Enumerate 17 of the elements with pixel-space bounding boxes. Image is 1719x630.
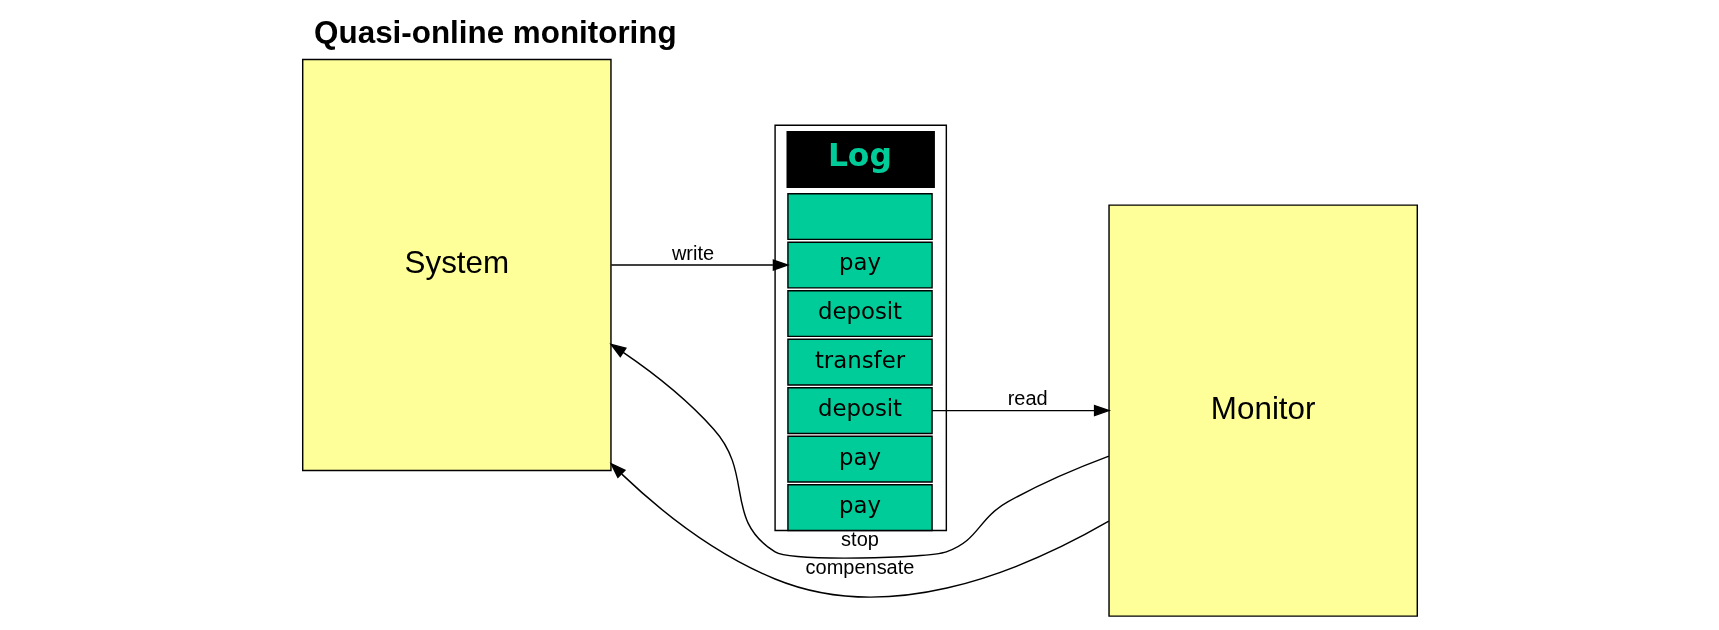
arrow [930, 404, 1111, 417]
diagram-title: Quasi-online monitoring [313, 15, 677, 51]
edge-label: read [1007, 387, 1048, 410]
node-box: pay [786, 484, 933, 532]
arrow [609, 462, 1110, 598]
node-box: deposit [786, 290, 933, 338]
node-box [786, 192, 933, 241]
node-box: deposit [786, 387, 933, 435]
edge-label: compensate [805, 555, 914, 578]
node-box: pay [786, 241, 933, 289]
node-box: transfer [786, 338, 933, 386]
arrow [608, 343, 1110, 559]
node-box: Monitor [1107, 204, 1418, 617]
node-box: pay [786, 435, 933, 483]
edge-label: write [671, 241, 714, 264]
node-box: System [301, 58, 612, 472]
arrow [610, 259, 790, 272]
